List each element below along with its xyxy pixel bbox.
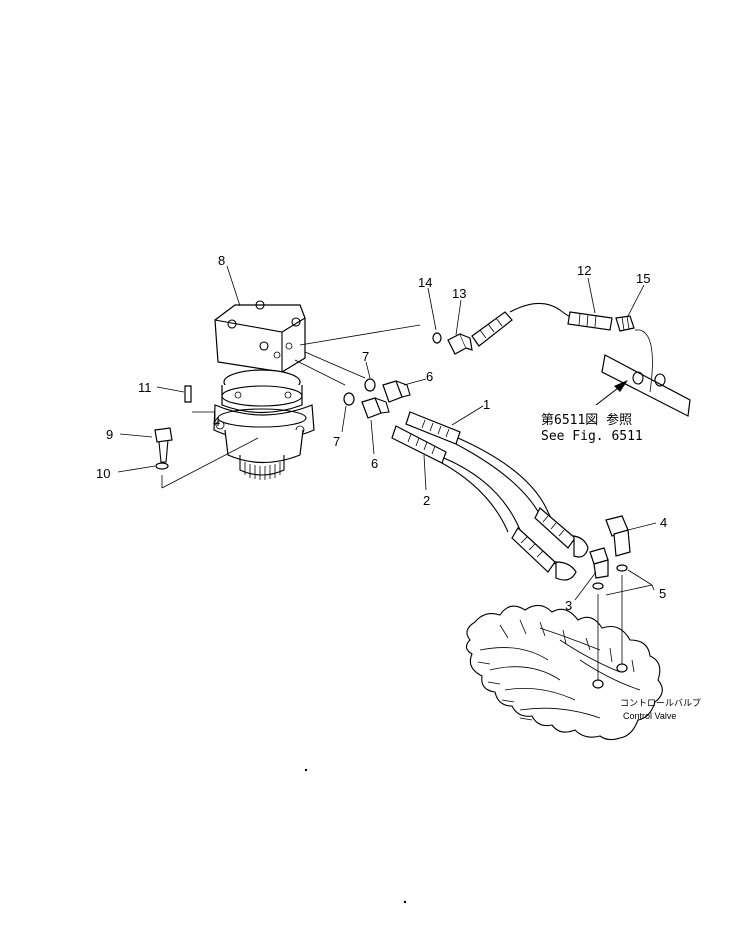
swing-motor-assembly bbox=[213, 300, 315, 480]
callout-4-valve: 4 bbox=[660, 515, 667, 530]
pin-part-11 bbox=[184, 385, 192, 403]
o-ring-part-5-b bbox=[592, 582, 604, 590]
callout-5: 5 bbox=[659, 586, 666, 601]
reference-pipe bbox=[601, 329, 691, 417]
callout-15: 15 bbox=[636, 271, 650, 286]
control-valve-label-en: Control Valve bbox=[623, 711, 676, 721]
hose-part-12-right bbox=[567, 311, 613, 331]
control-valve-label-jp: コントロールバルブ bbox=[620, 697, 701, 708]
adaptor-part-6-lower bbox=[361, 397, 390, 419]
speck bbox=[403, 900, 407, 904]
o-ring-part-14 bbox=[432, 332, 442, 344]
callout-10: 10 bbox=[96, 466, 110, 481]
reference-arrow bbox=[595, 380, 628, 406]
hose-part-12-line bbox=[509, 302, 576, 319]
bolt-part-9 bbox=[154, 427, 173, 463]
callout-7-lower: 7 bbox=[333, 434, 340, 449]
callout-7-upper: 7 bbox=[362, 349, 369, 364]
o-ring-5-leaders bbox=[597, 569, 653, 680]
hose-part-12-left bbox=[471, 311, 513, 347]
reference-label-en: See Fig. 6511 bbox=[541, 429, 643, 444]
hose-part-1 bbox=[405, 411, 589, 558]
reference-label-jp: 第6511図 参照 bbox=[541, 412, 632, 428]
callout-12: 12 bbox=[577, 263, 591, 278]
callout-leaders bbox=[117, 265, 657, 601]
callout-2: 2 bbox=[423, 493, 430, 508]
callout-3: 3 bbox=[565, 598, 572, 613]
callout-6-upper: 6 bbox=[426, 369, 433, 384]
o-ring-part-7-lower bbox=[343, 392, 355, 406]
speck bbox=[304, 768, 308, 772]
adaptor-part-6-upper bbox=[382, 380, 411, 403]
o-ring-part-5-a bbox=[616, 564, 628, 572]
callout-4-motor: 4 bbox=[213, 414, 220, 429]
washer-part-10 bbox=[155, 462, 169, 470]
callout-9: 9 bbox=[106, 427, 113, 442]
callout-11: 11 bbox=[138, 380, 152, 395]
control-valve bbox=[465, 604, 663, 741]
callout-13: 13 bbox=[452, 286, 466, 301]
motor-leader-lines bbox=[161, 324, 421, 489]
callout-6-lower: 6 bbox=[371, 456, 378, 471]
elbow-part-3 bbox=[589, 547, 609, 579]
o-ring-part-7-upper bbox=[364, 378, 376, 392]
elbow-part-13 bbox=[447, 333, 473, 355]
callout-14: 14 bbox=[418, 275, 432, 290]
hose-part-2 bbox=[391, 425, 577, 581]
fitting-part-15 bbox=[615, 315, 635, 332]
callout-1: 1 bbox=[483, 397, 490, 412]
callout-8: 8 bbox=[218, 253, 225, 268]
elbow-part-4 bbox=[605, 515, 631, 557]
